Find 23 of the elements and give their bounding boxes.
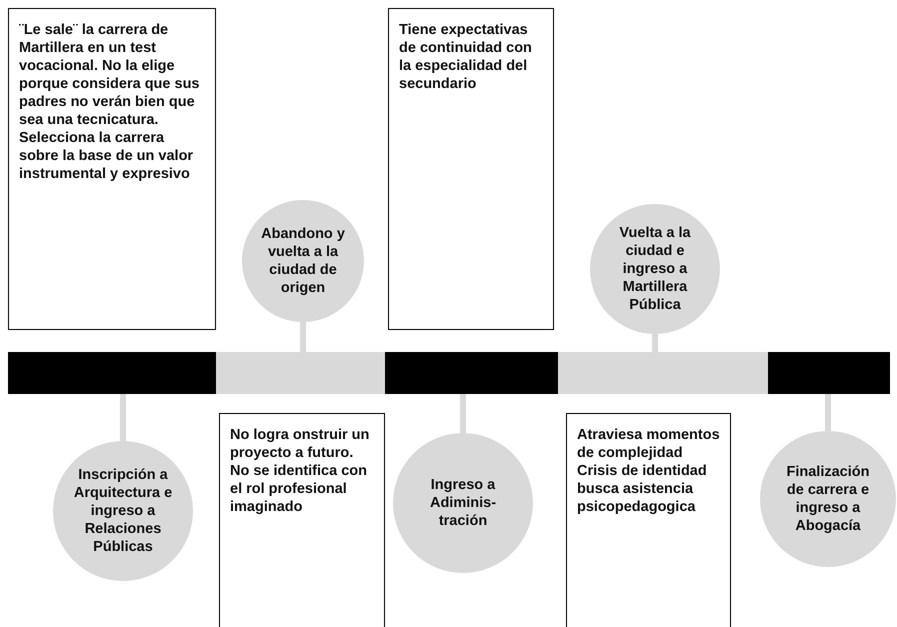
connector-stem [825, 394, 831, 431]
connector-stem [300, 322, 306, 352]
text-box [8, 8, 216, 330]
timeline-segment [216, 352, 385, 394]
connector-stem [652, 334, 658, 352]
description-text: Atraviesa momentos de complejidad Crisis de identidad busca asistencia psicopedagogica [577, 426, 721, 516]
description-text: Ingreso a Adiminis-tración [428, 476, 498, 530]
timeline-segment [385, 352, 558, 394]
description-text: Inscripción a Arquitectura e ingreso a Relaciones Públicas [73, 466, 173, 556]
description-text: Abandono y vuelta a la ciudad de origen [260, 225, 346, 297]
connector-stem [120, 394, 126, 441]
text-box [566, 413, 731, 627]
timeline-segment [8, 352, 216, 394]
description-text: Finalización de carrera e ingreso a Abogacía [786, 463, 870, 535]
text-box [388, 8, 554, 330]
timeline-segment [558, 352, 768, 394]
description-text: No logra onstruir un proyecto a futuro. No se identifica con el rol profesional imaginado [230, 426, 370, 516]
timeline-segment [768, 352, 890, 394]
description-text: Tiene expectativas de continuidad con la especialidad del secundario [399, 21, 533, 93]
description-text: ¨Le sale¨ la carrera de Martillera en un test vocacional. No la elige porque considera que sus padres no verán bien que sea una tecnicatura. Selecciona la carrera sobre la base de un valor instrumental y expresivo [19, 21, 200, 183]
text-box [219, 413, 385, 627]
connector-stem [460, 394, 466, 433]
description-text: Vuelta a la ciudad e ingreso a Martillera Pública [618, 224, 692, 314]
